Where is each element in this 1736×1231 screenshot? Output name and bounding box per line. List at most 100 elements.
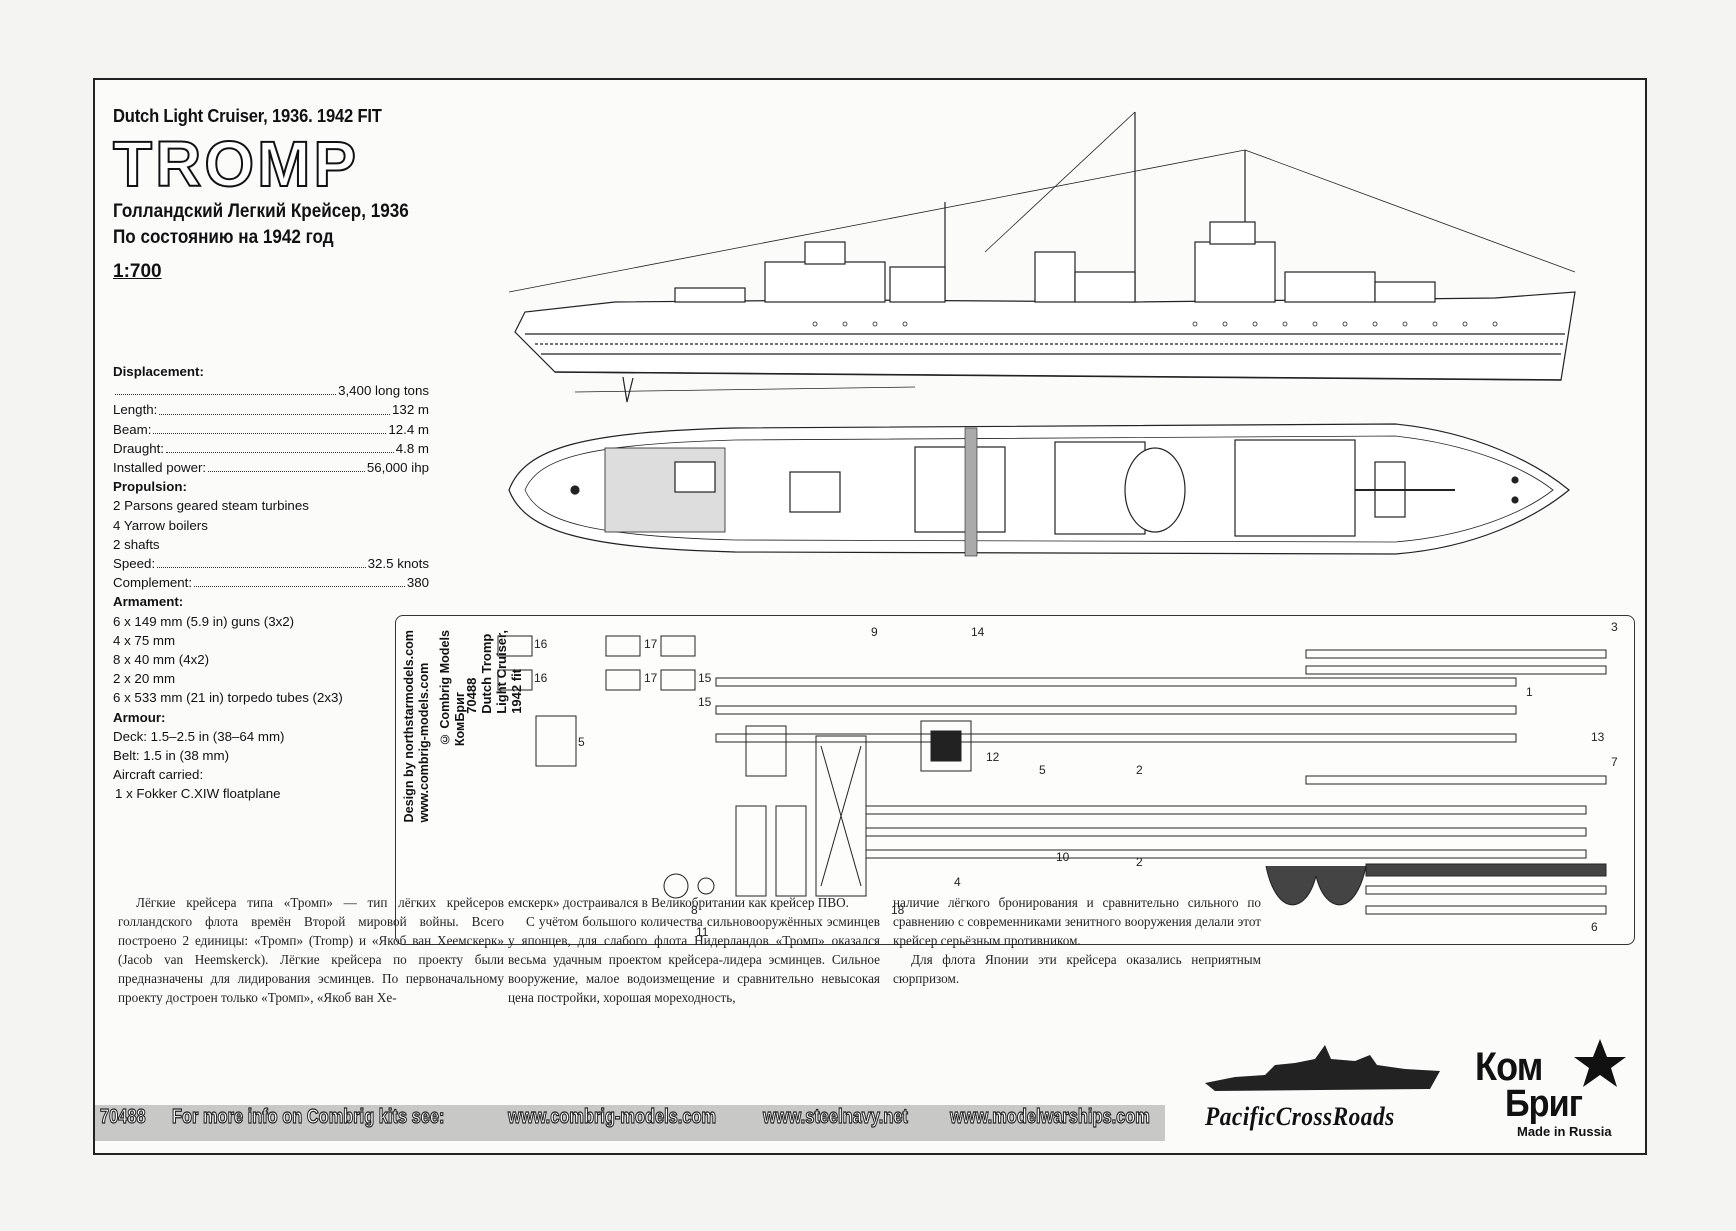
spec-row: Installed power: 56,000 ihp	[113, 458, 429, 477]
part-number: 14	[971, 625, 985, 639]
brand-tagline: Made in Russia	[1517, 1124, 1612, 1139]
footer-link-combrig[interactable]: www.combrig-models.com	[508, 1105, 717, 1128]
spec-row: Speed: 32.5 knots	[113, 554, 429, 573]
description-paragraph: наличие лёгкого бронирования и сравнител…	[893, 895, 1261, 948]
spec-row-displacement: 3,400 long tons	[113, 381, 429, 400]
part-number: 2	[1136, 763, 1143, 777]
part-number: 9	[871, 625, 878, 639]
spec-line: 6 x 533 mm (21 in) torpedo tubes (2x3)	[113, 690, 343, 706]
spec-line: 6 x 149 mm (5.9 in) guns (3x2)	[113, 613, 295, 629]
spec-heading-armament: Armament:	[113, 594, 184, 610]
ship-drawings	[508, 111, 1576, 557]
part-number-labels: 16 16 17 17 5 15 15 9 14 3 1 12 13 7 2 5…	[534, 620, 1618, 939]
spec-label: Length:	[113, 402, 158, 418]
side-profile-drawing	[508, 111, 1576, 403]
spec-heading-propulsion: Propulsion:	[113, 479, 187, 495]
railing-strips	[715, 649, 1607, 915]
spec-value: 12.4 m	[388, 421, 429, 437]
spec-row: Complement: 380	[113, 573, 429, 592]
spec-line: 8 x 40 mm (4x2)	[113, 652, 210, 668]
spec-line: 4 Yarrow boilers	[113, 517, 208, 533]
fret-parts-drawing: 16 16 17 17 5 15 15 9 14 3 1 12 13 7 2 5…	[497, 620, 1618, 939]
credit-site: www.combrig-models.com	[417, 662, 431, 823]
title-block: Dutch Light Cruiser, 1936. 1942 FIT TROM…	[112, 106, 493, 283]
spec-row: Length: 132 m	[113, 400, 429, 419]
spec-line: Deck: 1.5–2.5 in (38–64 mm)	[113, 728, 285, 744]
spec-line: 1 x Fokker C.XIW floatplane	[115, 786, 281, 802]
spec-line: 4 x 75 mm	[113, 632, 176, 648]
part-number: 17	[644, 671, 658, 685]
part-number: 6	[1591, 920, 1598, 934]
part-number: 11	[696, 925, 709, 939]
description-paragraph: Для флота Японии эти крейсера оказались …	[893, 952, 1261, 986]
spec-heading-armour: Armour:	[113, 709, 166, 725]
spec-value: 380	[406, 575, 429, 591]
part-number: 16	[534, 637, 548, 651]
spec-value: 32.5 knots	[367, 556, 429, 572]
footer-info-text: For more info on Combrig kits see:	[172, 1105, 445, 1128]
brand-logo-line1: Ком	[1475, 1045, 1543, 1089]
credit-copyright: © Combrig Models	[438, 630, 452, 747]
small-parts	[497, 635, 1367, 906]
instruction-sheet: Dutch Light Cruiser, 1936. 1942 FIT TROM…	[93, 78, 1647, 1155]
spec-value: 56,000 ihp	[366, 460, 429, 476]
part-number: 4	[954, 875, 961, 889]
fret-credit-col: Design by northstarmodels.com www.combri…	[402, 630, 432, 822]
spec-heading-displacement: Displacement:	[113, 364, 204, 379]
part-number: 10	[1056, 850, 1070, 864]
footer-link-modelwarships[interactable]: www.modelwarships.com	[950, 1105, 1151, 1128]
spec-value: 3,400 long tons	[338, 383, 429, 399]
spec-label: Draught:	[113, 440, 164, 456]
spec-line: 2 Parsons geared steam turbines	[113, 498, 309, 514]
part-number: 16	[534, 671, 548, 685]
part-number: 18	[891, 903, 905, 917]
spec-value: 132 m	[392, 402, 429, 418]
footer-link-steelnavy[interactable]: www.steelnavy.net	[763, 1105, 909, 1128]
subtitle-russian-2: По состоянию на 1942 год	[113, 227, 334, 248]
footer-kit-number: 70488	[100, 1105, 147, 1128]
brand-logo-line2: Бриг	[1505, 1083, 1583, 1125]
part-number: 15	[698, 695, 712, 709]
part-number: 13	[1591, 730, 1605, 744]
spec-line: Aircraft carried:	[113, 767, 204, 783]
part-number: 8	[691, 903, 698, 917]
part-number: 15	[698, 671, 712, 685]
description-paragraph: С учётом большого количества сильновоору…	[508, 914, 880, 1005]
subtitle-english: Dutch Light Cruiser, 1936. 1942 FIT	[113, 106, 382, 126]
spec-line: 2 shafts	[113, 536, 160, 552]
part-number: 17	[644, 637, 658, 651]
fret-credits: Design by northstarmodels.com www.combri…	[402, 630, 524, 930]
part-number: 12	[986, 750, 1000, 764]
spec-line: 2 x 20 mm	[113, 671, 176, 687]
description-paragraph: Лёгкие крейсера типа «Тромп» — тип лёгки…	[118, 895, 504, 1005]
brand-logo: Ком Бриг Made in Russia	[1475, 1039, 1645, 1140]
spec-label: Installed power:	[113, 460, 207, 476]
subtitle-russian-1: Голландский Легкий Крейсер, 1936	[113, 201, 409, 222]
part-number: 3	[1611, 620, 1618, 634]
spec-row: Beam:12.4 m	[113, 420, 429, 439]
part-number: 5	[1039, 763, 1046, 777]
spec-label: Speed:	[113, 556, 156, 572]
spec-row: Draught: 4.8 m	[113, 439, 429, 458]
description-paragraph: емскерк» достраивался в Великобритании к…	[508, 895, 849, 910]
spec-label: Complement:	[113, 575, 193, 591]
part-number: 7	[1611, 755, 1618, 769]
plan-view-drawing	[508, 423, 1570, 557]
spec-line: Belt: 1.5 in (38 mm)	[113, 748, 230, 764]
scale-label: 1:700	[113, 261, 162, 282]
specifications: Displacement: 3,400 long tons Length: 132…	[113, 362, 429, 804]
star-icon	[1574, 1039, 1626, 1087]
credit-design: Design by northstarmodels.com	[402, 630, 416, 823]
spec-value: 4.8 m	[395, 440, 429, 456]
photo-etch-fret: Design by northstarmodels.com www.combri…	[395, 615, 1635, 945]
ship-name: TROMP	[112, 128, 360, 200]
description-col-1: Лёгкие крейсера типа «Тромп» — тип лёгки…	[118, 893, 504, 1007]
footer-strip	[95, 1105, 1165, 1141]
credit-kit-number: 70488	[464, 677, 479, 714]
ship-silhouette	[1205, 1045, 1440, 1091]
description-col-2: емскерк» достраивался в Великобритании к…	[508, 893, 880, 1007]
part-number: 2	[1136, 855, 1143, 869]
partner-logo: PacificCrossRoads	[1205, 1102, 1395, 1131]
part-number: 5	[578, 735, 585, 749]
part-number: 1	[1526, 685, 1533, 699]
